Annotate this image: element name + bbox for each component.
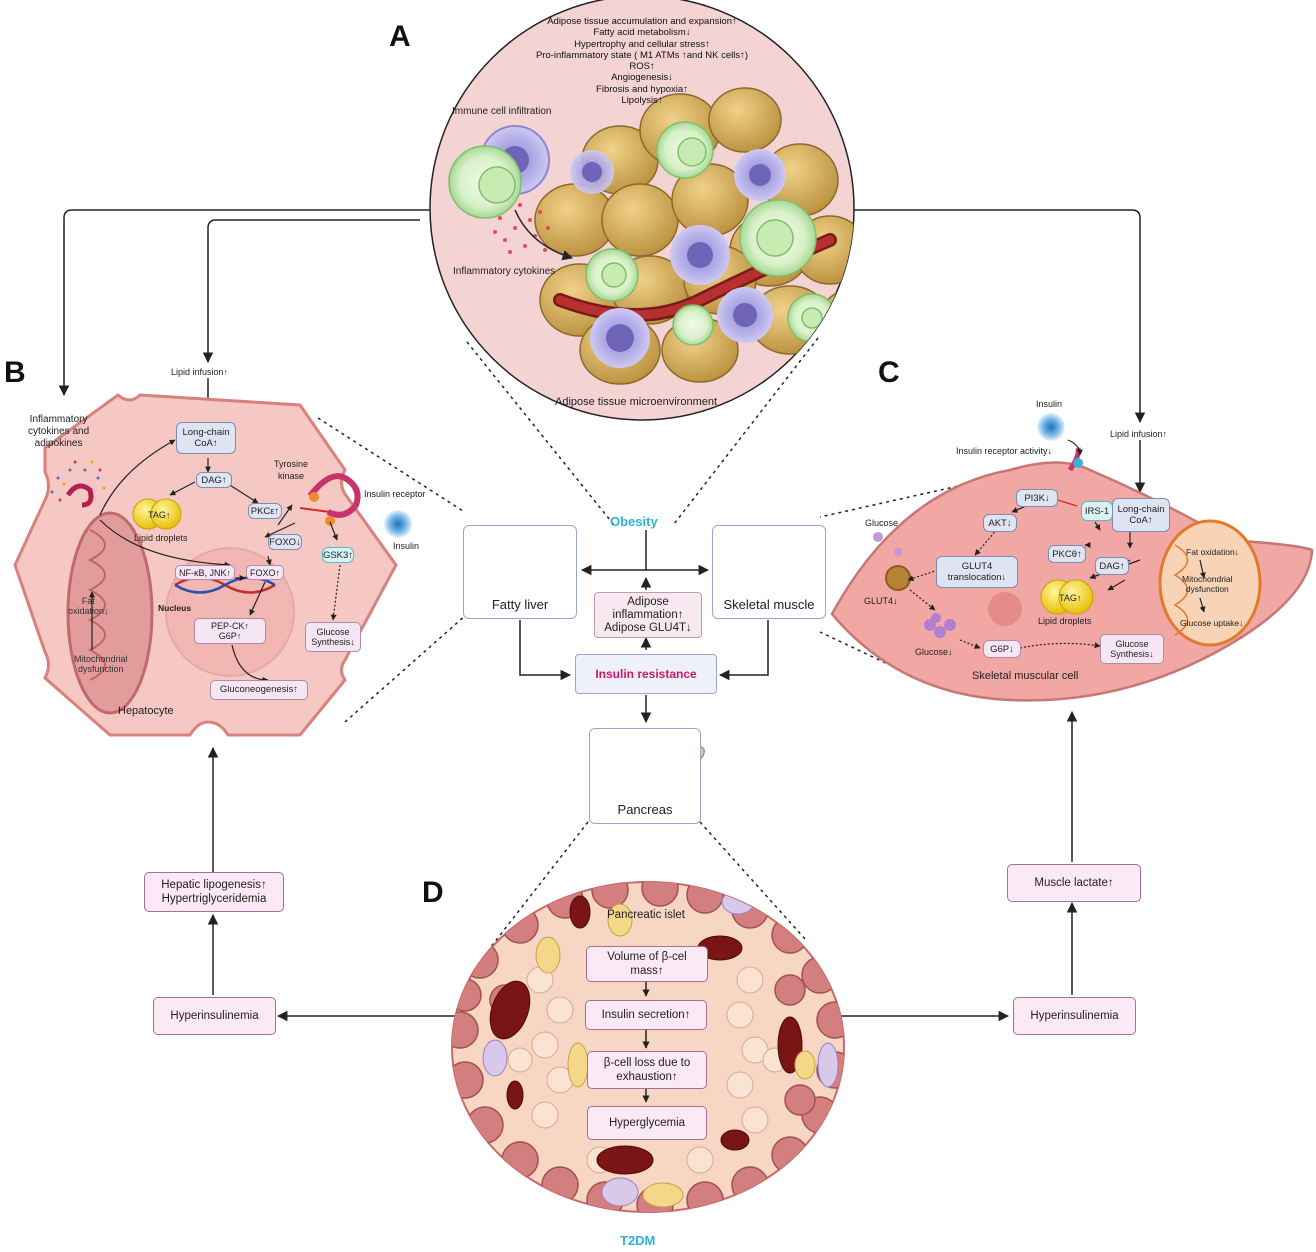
- hep-lipid-infusion: Lipid infusion↑: [171, 367, 229, 377]
- pancreas-label: Pancreas: [617, 802, 673, 817]
- islet-title: Pancreatic islet: [607, 909, 685, 921]
- islet-step: Hyperglycemia: [587, 1106, 707, 1140]
- adipose-microenvironment-title: Adipose tissue microenvironment: [555, 396, 718, 408]
- adipose-effect: Angiogenesis↓: [611, 72, 673, 84]
- skeletal-muscle-label: Skeletal muscle: [723, 597, 815, 612]
- mus-glucose-uptake: Glucose uptake↓: [1180, 618, 1244, 628]
- adipose-inflammation-box: Adipose inflammation↑ Adipose GLU4T↓: [594, 592, 702, 638]
- adipose-effect: Adipose tissue accumulation and expansio…: [547, 16, 737, 27]
- obesity-label: Obesity: [610, 514, 658, 529]
- adipose-effect: Pro-inflammatory state ( M1 ATMs ↑and NK…: [535, 49, 749, 61]
- skeletal-muscular-cell-label: Skeletal muscular cell: [972, 670, 1079, 682]
- mus-long-chain-coa: Long-chain CoA↑: [1112, 498, 1170, 532]
- muscle-lactate-box: Muscle lactate↑: [1007, 864, 1141, 902]
- mus-lipid-droplets: Lipid droplets: [1038, 616, 1092, 626]
- hep-long-chain-coa: Long-chain CoA↑: [176, 422, 236, 454]
- fatty-liver-label: Fatty liver: [491, 597, 549, 612]
- t2dm-label: T2DM: [620, 1233, 656, 1248]
- hep-dag: DAG↑: [196, 472, 232, 488]
- islet-step: β-cell loss due to exhaustion↑: [587, 1051, 707, 1089]
- adipose-effect: Fatty acid metabolism↓: [593, 27, 691, 39]
- hep-inflammatory-label: Inflammatory cytokines and adipokines: [28, 414, 90, 449]
- panel-letter-c: C: [878, 356, 900, 389]
- hep-tyrosine-kinase: Tyrosine kinase: [274, 459, 309, 481]
- panel-letter-a: A: [389, 20, 411, 53]
- hep-nucleus-label: Nucleus: [158, 603, 192, 613]
- hep-gluconeogenesis: Gluconeogenesis↑: [210, 680, 308, 700]
- hep-lipid-droplets: Lipid droplets: [134, 533, 188, 543]
- islet-step: Insulin secretion↑: [585, 1000, 707, 1030]
- hep-foxo-down: FOXO↓: [268, 534, 302, 550]
- mus-glucose-down: Glucose↓: [915, 647, 953, 657]
- hep-pepck-g6p: PEP-CK↑ G6P↑: [194, 618, 266, 644]
- mus-akt: AKT↓: [983, 514, 1017, 532]
- pancreatic-islet: [451, 881, 845, 1213]
- mus-dag: DAG↑: [1095, 557, 1129, 575]
- muscle-cell: [830, 413, 1314, 702]
- islet-step: Volume of β-cel mass↑: [586, 946, 708, 982]
- mus-g6p: G6P↓: [983, 640, 1021, 658]
- hep-tag-label: TAG↑: [148, 510, 171, 520]
- mus-irs1: IRS-1: [1081, 501, 1113, 521]
- insulin-resistance-box: Insulin resistance: [575, 654, 717, 694]
- hep-nfkb: NF-κB, JNK↑: [175, 565, 235, 580]
- connector-arrows: [58, 209, 1146, 1022]
- hep-insulin-receptor: Insulin receptor: [364, 489, 426, 499]
- adipose-effect: Hypertrophy and cellular stress↑: [574, 38, 710, 50]
- hep-fat-oxidation: Fat oxidation↓: [68, 596, 109, 616]
- mus-insulin: Insulin: [1036, 399, 1063, 409]
- panel-letter-d: D: [422, 876, 444, 909]
- mus-fat-oxidation: Fat oxidation↓: [1186, 547, 1239, 557]
- hyperinsulinemia-left-box: Hyperinsulinemia: [153, 997, 276, 1035]
- panel-letter-b: B: [4, 356, 26, 389]
- hep-pkce: PKCε↑: [248, 503, 282, 519]
- hep-gsk3: GSK3↑: [322, 547, 354, 563]
- mus-glut4-translocation: GLUT4 translocation↓: [936, 556, 1018, 588]
- adipose-effect: ROS↑: [629, 61, 655, 73]
- immune-infiltration-label: Immune cell infiltration: [452, 106, 552, 117]
- skeletal-muscle-card: Skeletal muscle: [712, 525, 826, 619]
- hep-foxo-up: FOXO↑: [246, 565, 284, 580]
- hyperinsulinemia-right-box: Hyperinsulinemia: [1013, 997, 1136, 1035]
- mus-pi3k: PI3K↓: [1016, 489, 1058, 507]
- hep-mito-dysfunction: Mitochondrial dysfunction: [74, 654, 128, 674]
- mus-glut4: GLUT4↓: [864, 596, 898, 606]
- mus-insulin-receptor-activity: Insulin receptor activity↓: [956, 446, 1053, 456]
- fatty-liver-card: Fatty liver: [463, 525, 577, 619]
- mus-glucose-synthesis: Glucose Synthesis↓: [1100, 634, 1164, 664]
- inflammatory-cytokines-label: Inflammatory cytokines: [453, 266, 556, 277]
- adipose-effect: Lipolysis↑: [621, 95, 663, 107]
- adipose-effects-list: Adipose tissue accumulation and expansio…: [510, 16, 774, 106]
- mus-tag: TAG↑: [1059, 593, 1082, 603]
- hep-glucose-synthesis: Glucose Synthesis↓: [305, 622, 361, 652]
- zoom-lines: [317, 337, 1013, 949]
- mus-glucose-top: Glucose: [865, 518, 899, 528]
- mus-pkc0: PKCθ↑: [1048, 545, 1086, 563]
- mus-lipid-infusion: Lipid infusion↑: [1110, 429, 1168, 439]
- mus-mito-dysfunction: Mitochondrial dysfunction: [1182, 574, 1233, 594]
- adipose-effect: Fibrosis and hypoxia↑: [596, 83, 688, 95]
- hep-insulin: Insulin: [393, 541, 420, 551]
- hepatic-lipogenesis-box: Hepatic lipogenesis↑ Hypertriglyceridemi…: [144, 872, 284, 912]
- hepatocyte-label: Hepatocyte: [118, 705, 174, 717]
- pancreas-card: Pancreas: [589, 728, 701, 824]
